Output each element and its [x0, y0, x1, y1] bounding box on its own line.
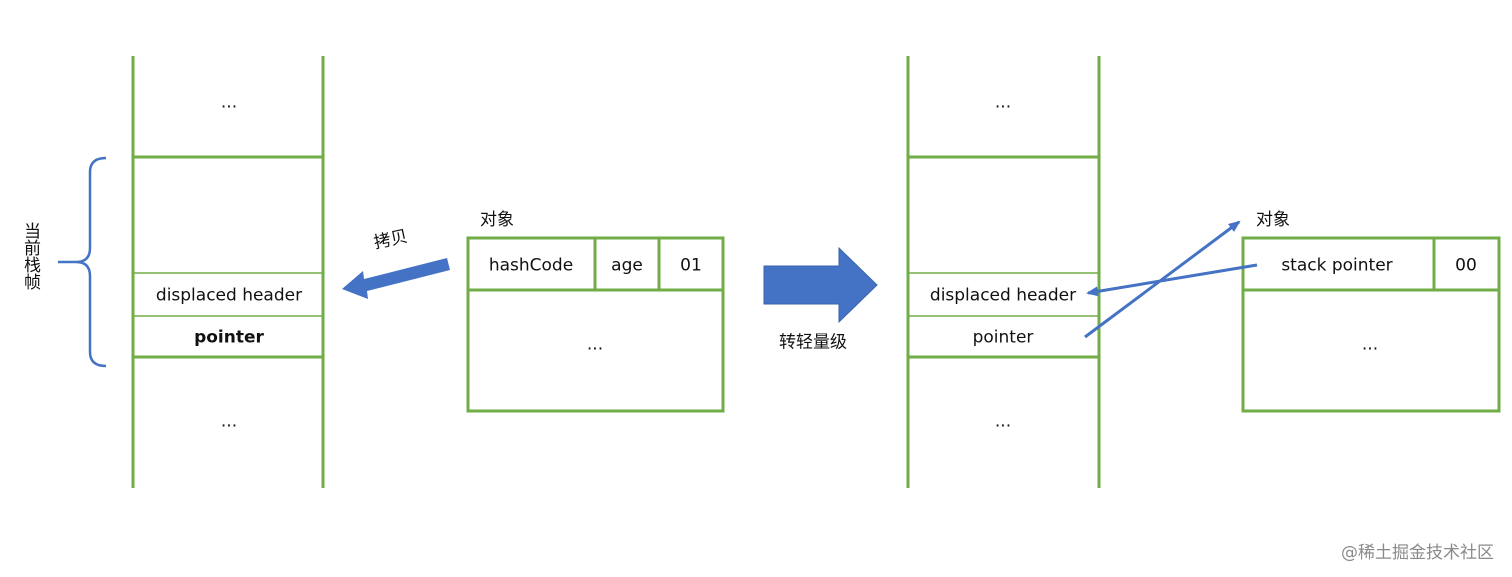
copy-arrow-icon	[342, 258, 450, 299]
left-object-title: 对象	[480, 210, 514, 230]
watermark: @稀土掘金技术社区	[1341, 543, 1494, 563]
stack-pointer-to-header-arrow	[1086, 263, 1258, 297]
right-object-body-ellipsis: ...	[1361, 334, 1379, 355]
left-stack-bottom-ellipsis: ...	[220, 411, 238, 432]
stack-pointer-cell: stack pointer	[1281, 255, 1393, 276]
left-lock-bits-cell: 01	[680, 255, 702, 276]
left-stack	[131, 56, 325, 488]
right-stack	[906, 56, 1101, 488]
frame-bracket	[58, 156, 107, 368]
left-stack-top-ellipsis: ...	[220, 92, 238, 113]
right-object-title: 对象	[1256, 210, 1290, 230]
transition-label: 转轻量级	[779, 332, 847, 353]
pointer-to-object-arrow	[1084, 220, 1241, 339]
right-stack-top-ellipsis: ...	[994, 92, 1012, 113]
right-object	[1241, 236, 1501, 413]
left-object	[466, 236, 725, 413]
right-pointer-cell: pointer	[972, 327, 1034, 348]
age-cell: age	[611, 255, 643, 276]
right-lock-bits-cell: 00	[1455, 255, 1477, 276]
right-stack-bottom-ellipsis: ...	[994, 411, 1012, 432]
left-displaced-header-cell: displaced header	[155, 285, 303, 306]
left-object-body-ellipsis: ...	[586, 334, 604, 355]
right-displaced-header-cell: displaced header	[929, 285, 1077, 306]
transition-arrow-icon	[763, 246, 878, 324]
left-pointer-cell: pointer	[194, 327, 264, 348]
current-frame-label: 当前栈帧	[20, 222, 40, 290]
hashcode-cell: hashCode	[488, 255, 574, 276]
